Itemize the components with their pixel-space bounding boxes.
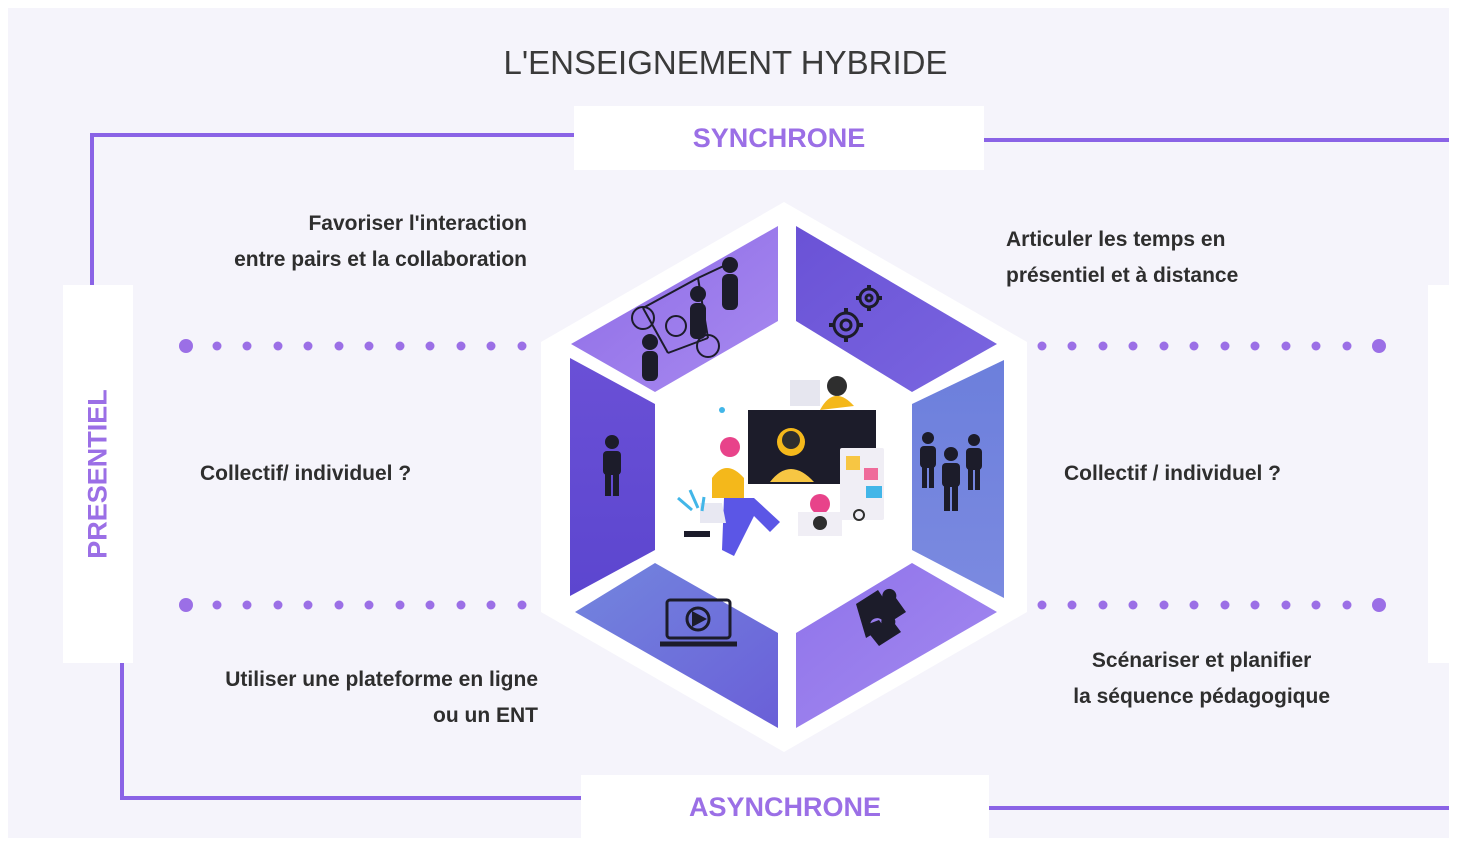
diagram-title: L'ENSEIGNEMENT HYBRIDE (503, 44, 948, 81)
group-icon (920, 432, 982, 511)
puzzle-icon (856, 588, 906, 646)
label-distanciel-box (1428, 285, 1449, 663)
diagram-canvas: L'ENSEIGNEMENT HYBRIDE SYNCHRONE ASYNCHR… (8, 8, 1449, 838)
text-top-right-line-2: présentiel et à distance (1006, 264, 1239, 287)
gears-icon (829, 285, 882, 342)
segment-bottom-right (796, 563, 997, 728)
text-bottom-left-line-2: ou un ENT (433, 704, 538, 727)
frame-line-bottom-left (120, 663, 581, 800)
text-bottom-left-line-1: Utiliser une plateforme en ligne (225, 668, 538, 691)
text-top-right: Articuler les temps en présentiel et à d… (1006, 222, 1238, 294)
person-icon (603, 435, 621, 496)
text-middle-right: Collectif / individuel ? (1064, 462, 1282, 485)
text-top-left: Favoriser l'interaction entre pairs et l… (234, 206, 527, 278)
text-bottom-left: Utiliser une plateforme en ligne ou un E… (225, 662, 538, 734)
text-top-left-line-1: Favoriser l'interaction (308, 212, 527, 235)
label-presentiel-box (63, 285, 133, 663)
video-laptop-icon (660, 598, 737, 647)
frame-line-top-left (90, 133, 574, 285)
card-shape (790, 380, 820, 406)
hexagon-diagram (541, 202, 1027, 752)
text-middle-left: Collectif/ individuel ? (200, 462, 412, 485)
hybrid-learning-illustration (677, 376, 884, 556)
text-top-left-line-2: entre pairs et la collaboration (234, 248, 527, 271)
frame-lines (90, 133, 1449, 810)
dotted-line-bottom-left (179, 598, 527, 612)
text-bottom-right-line-2: la séquence pédagogique (1073, 685, 1330, 708)
network-people-icon (631, 257, 738, 381)
text-top-right-line-1: Articuler les temps en (1006, 228, 1226, 251)
dotted-line-top-left (179, 339, 527, 353)
text-bottom-right: Scénariser et planifier la séquence péda… (1073, 643, 1330, 715)
label-asynchrone: ASYNCHRONE (581, 775, 989, 838)
segment-left (570, 358, 655, 596)
dotted-line-top-right (1037, 339, 1386, 353)
label-synchrone: SYNCHRONE (574, 106, 984, 170)
segment-top-right (796, 226, 997, 392)
dotted-line-bottom-right (1037, 598, 1386, 612)
text-bottom-right-line-1: Scénariser et planifier (1091, 649, 1312, 672)
